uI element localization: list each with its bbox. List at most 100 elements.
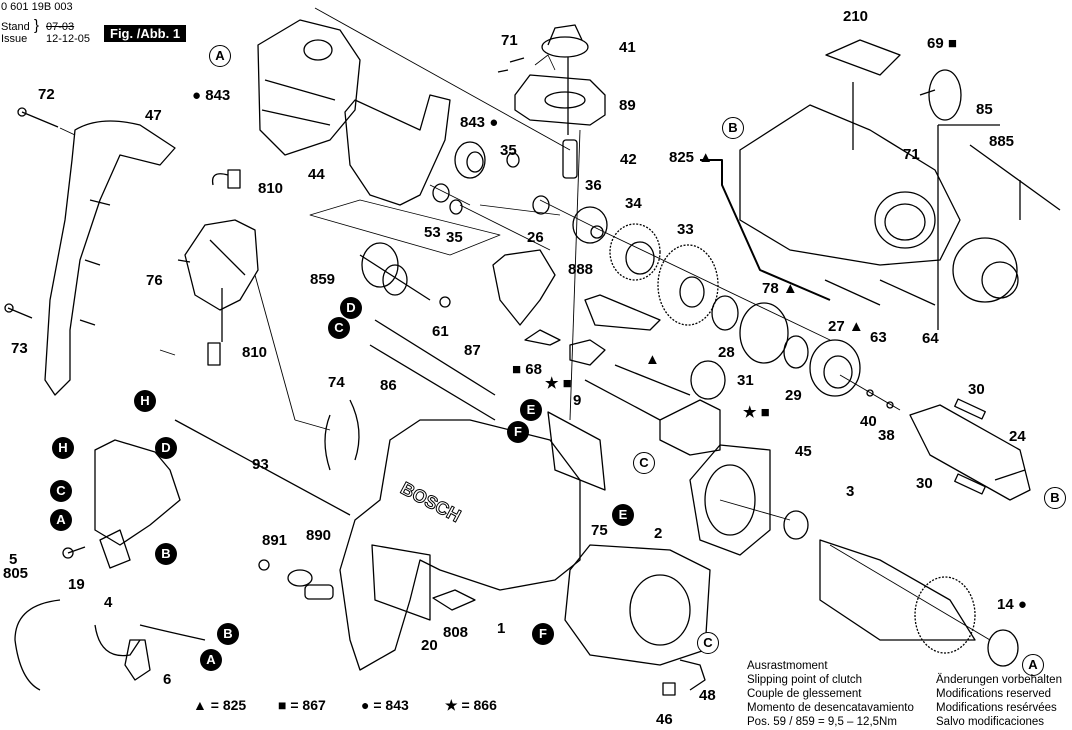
part-label: 891 [262,532,288,549]
part-label: 888 [568,261,594,278]
part-label: 805 [3,565,29,582]
part-bearing-cover-45 [689,444,771,556]
square-icon: ■ [278,697,287,713]
part-brush-810b [207,342,221,366]
part-cover-44 [344,94,451,206]
part-label: ● 843 [192,87,231,104]
part-label: 73 [11,340,28,357]
part-label: 28 [718,344,735,361]
part-label: 808 [443,624,469,641]
part-sticker-20 [371,544,431,621]
part-label: 29 [785,387,802,404]
connector-marker: B [722,117,744,139]
part-label: 810 [258,180,284,197]
part-rod-86 [369,344,496,421]
part-label: 3 [846,483,855,500]
connector-marker: C [50,480,72,502]
part-chuck [952,237,1019,303]
stand-label: Stand [1,21,30,33]
part-sticker-808 [432,589,476,611]
part-clip-48 [679,659,706,691]
part-label: 4 [104,594,113,611]
part-handle-47 [44,120,176,396]
part-label: 89 [619,97,636,114]
part-label: 44 [308,166,325,183]
part-knob-69 [919,69,962,121]
part-label: 61 [432,323,449,340]
part-label: 27 ▲ [828,318,864,335]
connector-marker: D [340,297,362,319]
part-pin-42 [562,139,578,179]
part-shift-888 [492,249,556,326]
part-label: 86 [380,377,397,394]
dot-icon: ● [361,697,370,713]
part-label: 85 [976,101,993,118]
legend-item: ■ = 867 [278,697,326,713]
connector-marker: E [612,504,634,526]
part-label: ▲ [645,351,660,368]
triangle-icon: ▲ [193,697,207,713]
part-label: 48 [699,687,716,704]
part-frame-89 [514,74,606,126]
part-fork [659,399,721,456]
part-chuck-key-885 [969,144,1061,220]
part-label: 47 [145,107,162,124]
part-label: 71 [501,32,518,49]
brace: } [34,17,40,34]
part-label: 74 [328,374,345,391]
part-label: 1 [497,620,506,637]
part-label: 35 [500,142,517,159]
legend-item: ● = 843 [361,697,409,713]
part-label: 53 [424,224,441,241]
part-label: 40 [860,413,877,430]
part-label: 69 ■ [927,35,957,52]
part-label: ★ ■ [743,404,770,421]
part-label: 41 [619,39,636,56]
part-label: 93 [252,456,269,473]
connector-marker: A [50,509,72,531]
part-label: 210 [843,8,869,25]
part-rod-93 [174,419,351,516]
part-label: 30 [916,475,933,492]
part-label: 19 [68,576,85,593]
connector-marker: B [155,543,177,565]
part-label: 42 [620,151,637,168]
part-gear-34 [609,223,661,281]
part-label: 64 [922,330,939,347]
part-label: 78 ▲ [762,280,798,297]
part-label: ★ ■ [545,375,572,392]
part-label: 885 [989,133,1015,150]
connector-marker: C [697,632,719,654]
part-label: 33 [677,221,694,238]
figure-label: Fig. /Abb. 1 [104,25,187,42]
connector-marker: H [134,390,156,412]
part-label: 31 [737,372,754,389]
part-spindle-24 [909,404,1031,501]
connector-marker: A [200,649,222,671]
part-knob-41 [541,24,589,58]
connector-marker: A [209,45,231,67]
legend-item: ▲ = 825 [193,697,247,713]
connector-marker: F [507,421,529,443]
part-label: 46 [656,711,673,728]
part-label: 72 [38,86,55,103]
part-label: 843 ● [460,114,499,131]
part-label: 825 ▲ [669,149,714,166]
part-gear-housing-825 [739,104,961,266]
part-switch [94,439,181,569]
connector-marker: E [520,399,542,421]
guide-lines [59,7,991,641]
connector-marker: A [1022,654,1044,676]
connector-marker: B [217,623,239,645]
part-label: ■ 68 [512,361,542,378]
part-brush-holder-76 [177,219,259,311]
part-gear-859 [359,242,451,308]
part-bushing-26 [532,195,550,215]
part-sticker-210 [825,39,901,76]
part-label: 35 [446,229,463,246]
issue-date: 12-12-05 [46,33,91,45]
part-gear-33 [657,244,719,326]
part-label: 26 [527,229,544,246]
connector-marker: D [155,437,177,459]
part-label: 2 [654,525,663,542]
